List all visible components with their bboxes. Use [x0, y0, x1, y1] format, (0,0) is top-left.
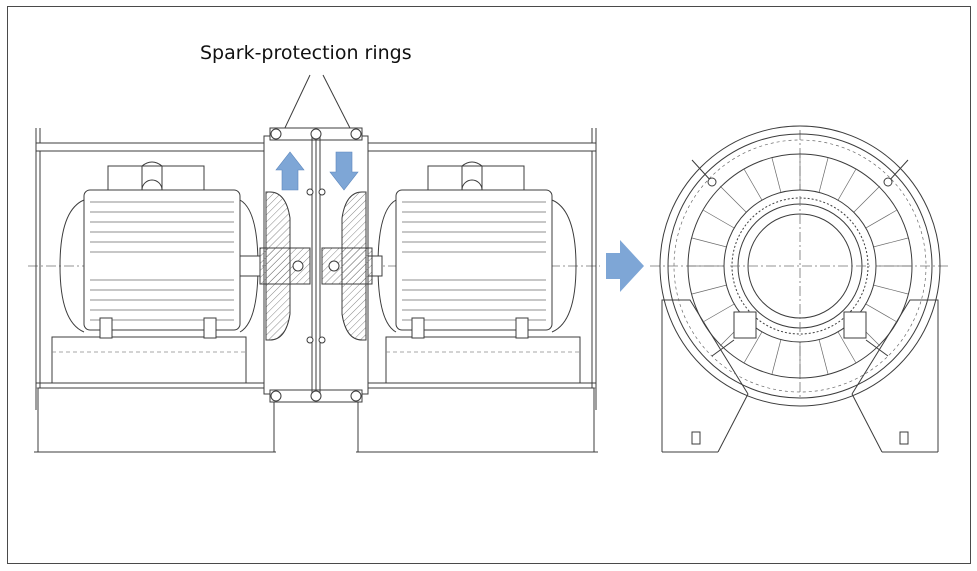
- airflow-down-arrow: [329, 151, 359, 191]
- spark-protection-rings-label: Spark-protection rings: [200, 42, 412, 64]
- side-view-fan: [28, 127, 600, 453]
- airflow-up-arrow: [275, 151, 305, 191]
- callout-leader-lines: [282, 74, 353, 133]
- view-direction-arrow: [606, 240, 644, 292]
- front-view-fan: [650, 125, 950, 453]
